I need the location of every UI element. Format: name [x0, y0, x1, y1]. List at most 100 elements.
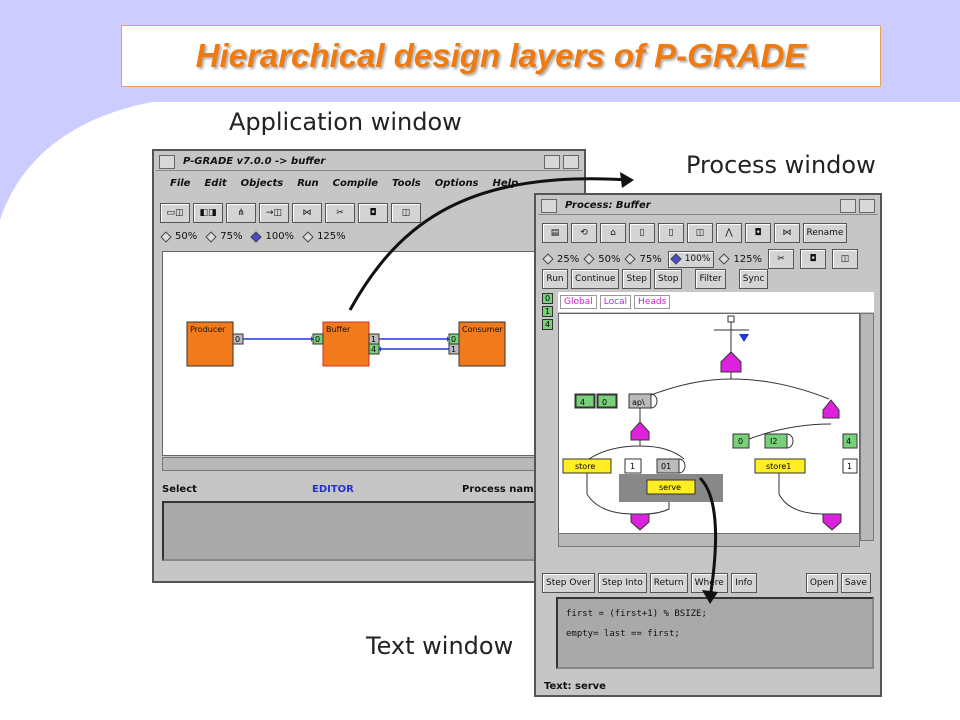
app-graph-canvas[interactable]: Producer 0 Buffer 0 1 4 Consumer 0 1: [162, 251, 580, 456]
node-right-1: [842, 458, 858, 474]
window-menu-icon[interactable]: [541, 198, 557, 213]
process-graph-canvas[interactable]: 4 0 ap\ store 1 01 serve: [558, 313, 860, 541]
minimize-icon[interactable]: [544, 154, 560, 169]
svg-text:ap\: ap\: [632, 398, 645, 407]
svg-text:4: 4: [846, 437, 851, 446]
stop-button[interactable]: Stop: [653, 269, 683, 289]
process-horizontal-scrollbar[interactable]: [558, 533, 860, 547]
menu-objects[interactable]: Objects: [240, 177, 284, 189]
slide-title-box: Hierarchical design layers of P-GRADE: [121, 25, 881, 87]
menu-edit[interactable]: Edit: [204, 177, 227, 189]
step-over-button[interactable]: Step Over: [542, 573, 595, 593]
process-tool-icon[interactable]: ▭◫: [160, 203, 190, 223]
app-horizontal-scrollbar[interactable]: [162, 457, 580, 471]
channel-icon[interactable]: ⋈: [774, 223, 800, 243]
where-button[interactable]: Where: [690, 573, 728, 593]
process-control-row: Run Continue Step Stop Filter Sync: [542, 269, 769, 289]
group-tool-icon[interactable]: ◧◨: [193, 203, 223, 223]
info-button[interactable]: Info: [730, 573, 757, 593]
consumer-label: Consumer: [462, 325, 504, 334]
process-vertical-scrollbar[interactable]: [860, 313, 874, 541]
save-button[interactable]: Save: [840, 573, 871, 593]
node-4: [575, 394, 595, 408]
seq-block-icon[interactable]: ▤: [542, 223, 568, 243]
app-titlebar: P-GRADE v7.0.0 -> buffer: [156, 153, 582, 171]
serve-node: [646, 479, 696, 495]
cond-icon[interactable]: ⌂: [600, 223, 626, 243]
status-editor-mode: EDITOR: [312, 483, 354, 495]
pzoom-25[interactable]: 25%: [542, 253, 579, 265]
pzoom-125[interactable]: 125%: [718, 253, 762, 265]
io-block-icon[interactable]: ◘: [745, 223, 771, 243]
menu-file[interactable]: File: [170, 177, 191, 189]
loop-icon[interactable]: ⟲: [571, 223, 597, 243]
continue-button[interactable]: Continue: [571, 269, 620, 289]
open-button[interactable]: Open: [805, 573, 838, 593]
split-tool-icon[interactable]: ◫: [391, 203, 421, 223]
node-right-0: [732, 433, 750, 449]
consumer-port-1-label: 1: [451, 345, 456, 354]
app-toolbar: ▭◫ ◧◨ ⋔ →◫ ⋈ ✂ ◘ ◫: [160, 203, 421, 223]
macro-icon[interactable]: ◫: [687, 223, 713, 243]
svg-text:4: 4: [580, 398, 585, 407]
side-port-4[interactable]: 4: [542, 319, 553, 330]
maximize-icon[interactable]: [563, 154, 579, 169]
filter-button[interactable]: Filter: [695, 269, 726, 289]
step-into-button[interactable]: Step Into: [598, 573, 647, 593]
split-icon[interactable]: ◫: [832, 249, 859, 269]
io-tool-icon[interactable]: ◘: [358, 203, 388, 223]
return-button[interactable]: Return: [649, 573, 688, 593]
zoom-75[interactable]: 75%: [205, 230, 242, 243]
top-branch-node: [720, 351, 742, 373]
process-toolbar: ▤ ⟲ ⌂ ▯ ▯ ◫ ⋀ ◘ ⋈ Rename: [542, 223, 847, 243]
text-window-panel[interactable]: first = (first+1) % BSIZE; empty= last =…: [556, 597, 874, 669]
side-port-0[interactable]: 0: [542, 293, 553, 304]
pzoom-50[interactable]: 50%: [583, 253, 620, 265]
tab-heads[interactable]: Heads: [634, 295, 671, 309]
zoom-50[interactable]: 50%: [160, 230, 197, 243]
consumer-node: [458, 321, 506, 367]
process-window-title: Process: Buffer: [565, 200, 651, 211]
svg-text:0: 0: [738, 437, 743, 446]
tab-global[interactable]: Global: [560, 295, 597, 309]
cut-tool-icon[interactable]: ✂: [325, 203, 355, 223]
code-line-1: first = (first+1) % BSIZE;: [566, 609, 707, 619]
tab-local[interactable]: Local: [599, 295, 632, 309]
rename-button[interactable]: Rename: [803, 223, 847, 243]
buffer-port-0-label: 0: [315, 335, 320, 344]
graph-block-icon[interactable]: ▯: [658, 223, 684, 243]
menu-compile[interactable]: Compile: [332, 177, 379, 189]
pzoom-75[interactable]: 75%: [624, 253, 662, 265]
svg-text:store: store: [575, 462, 595, 471]
app-statusbar: Select EDITOR Process nam: [162, 481, 580, 497]
node-right-4: [842, 433, 858, 449]
process-zoom-row: 25% 50% 75% 100% 125% ✂ ◘ ◫: [542, 249, 859, 269]
minimize-icon[interactable]: [840, 198, 856, 213]
svg-text:1: 1: [630, 462, 635, 471]
run-button[interactable]: Run: [542, 269, 568, 289]
entry-arrow-icon: [739, 334, 749, 342]
io-icon[interactable]: ◘: [800, 249, 827, 269]
sync-button[interactable]: Sync: [738, 269, 769, 289]
step-button[interactable]: Step: [622, 269, 651, 289]
alt-icon[interactable]: ⋀: [716, 223, 742, 243]
cut-icon[interactable]: ✂: [768, 249, 795, 269]
menu-options[interactable]: Options: [434, 177, 479, 189]
producer-node: [186, 321, 234, 367]
text-status: Text: serve: [544, 680, 606, 692]
channel-tool-icon[interactable]: ⋈: [292, 203, 322, 223]
zoom-125[interactable]: 125%: [302, 230, 346, 243]
side-port-1[interactable]: 1: [542, 306, 553, 317]
store1-node: [754, 458, 806, 474]
port-tool-icon[interactable]: →◫: [259, 203, 289, 223]
menu-help[interactable]: Help: [492, 177, 519, 189]
menu-tools[interactable]: Tools: [392, 177, 421, 189]
zoom-100[interactable]: 100%: [250, 230, 294, 243]
block-icon[interactable]: ▯: [629, 223, 655, 243]
tree-tool-icon[interactable]: ⋔: [226, 203, 256, 223]
buffer-label: Buffer: [326, 325, 351, 334]
menu-run[interactable]: Run: [297, 177, 319, 189]
pzoom-100[interactable]: 100%: [667, 250, 715, 268]
maximize-icon[interactable]: [859, 198, 875, 213]
window-menu-icon[interactable]: [159, 154, 175, 169]
